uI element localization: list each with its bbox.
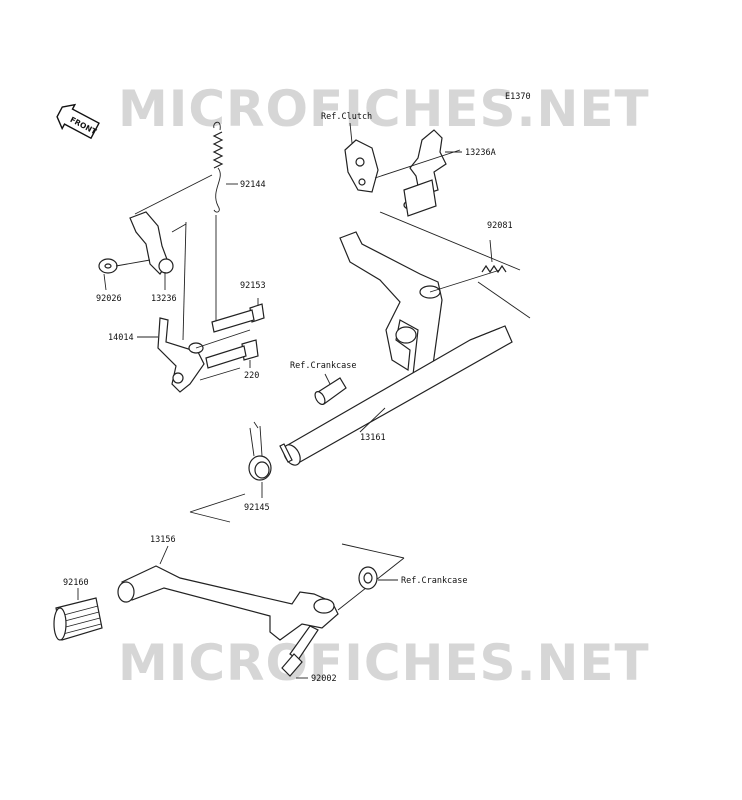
watermark-bottom: MICROFICHES.NET xyxy=(118,634,650,692)
part-92026: 92026 xyxy=(96,294,122,304)
watermark-top: MICROFICHES.NET xyxy=(118,80,650,138)
part-92002: 92002 xyxy=(311,674,337,684)
part-13236: 13236 xyxy=(151,294,177,304)
bolt-92002 xyxy=(281,625,319,677)
part-220: 220 xyxy=(244,371,259,381)
shift-shaft-13161 xyxy=(279,325,513,466)
part-92145: 92145 xyxy=(244,503,270,513)
bolt-220 xyxy=(205,339,259,369)
spring-92081 xyxy=(481,264,507,274)
part-14014: 14014 xyxy=(108,333,134,343)
part-13236A: 13236A xyxy=(465,148,496,158)
front-arrow-icon: FRONT xyxy=(56,103,100,140)
ratchet-plate-13236 xyxy=(129,211,174,275)
part-92160: 92160 xyxy=(63,578,89,588)
part-13161: 13161 xyxy=(360,433,386,443)
pedal-washer-hole xyxy=(363,572,373,584)
torsion-spring-92145 xyxy=(248,421,272,481)
shift-arm-14014 xyxy=(157,317,205,393)
part-92081: 92081 xyxy=(487,221,513,231)
part-13156: 13156 xyxy=(150,535,176,545)
spring-92144 xyxy=(212,121,224,213)
washer-92026-hole xyxy=(104,263,112,269)
crankcase-pin xyxy=(314,377,347,405)
part-92144: 92144 xyxy=(240,180,266,190)
shift-ratchet-13236A xyxy=(403,129,447,217)
ref-crankcase-upper: Ref.Crankcase xyxy=(290,361,357,371)
part-92153: 92153 xyxy=(240,281,266,291)
clutch-cam-ref xyxy=(344,139,379,193)
ref-clutch-label: Ref.Clutch xyxy=(321,112,372,122)
ref-crankcase-lower: Ref.Crankcase xyxy=(401,576,468,586)
shift-pedal-13156 xyxy=(117,565,339,641)
shift-shaft-arm xyxy=(339,231,443,393)
figure-code: E1370 xyxy=(505,92,531,102)
bolt-92153 xyxy=(211,303,265,333)
pedal-rubber-92160 xyxy=(53,597,103,641)
